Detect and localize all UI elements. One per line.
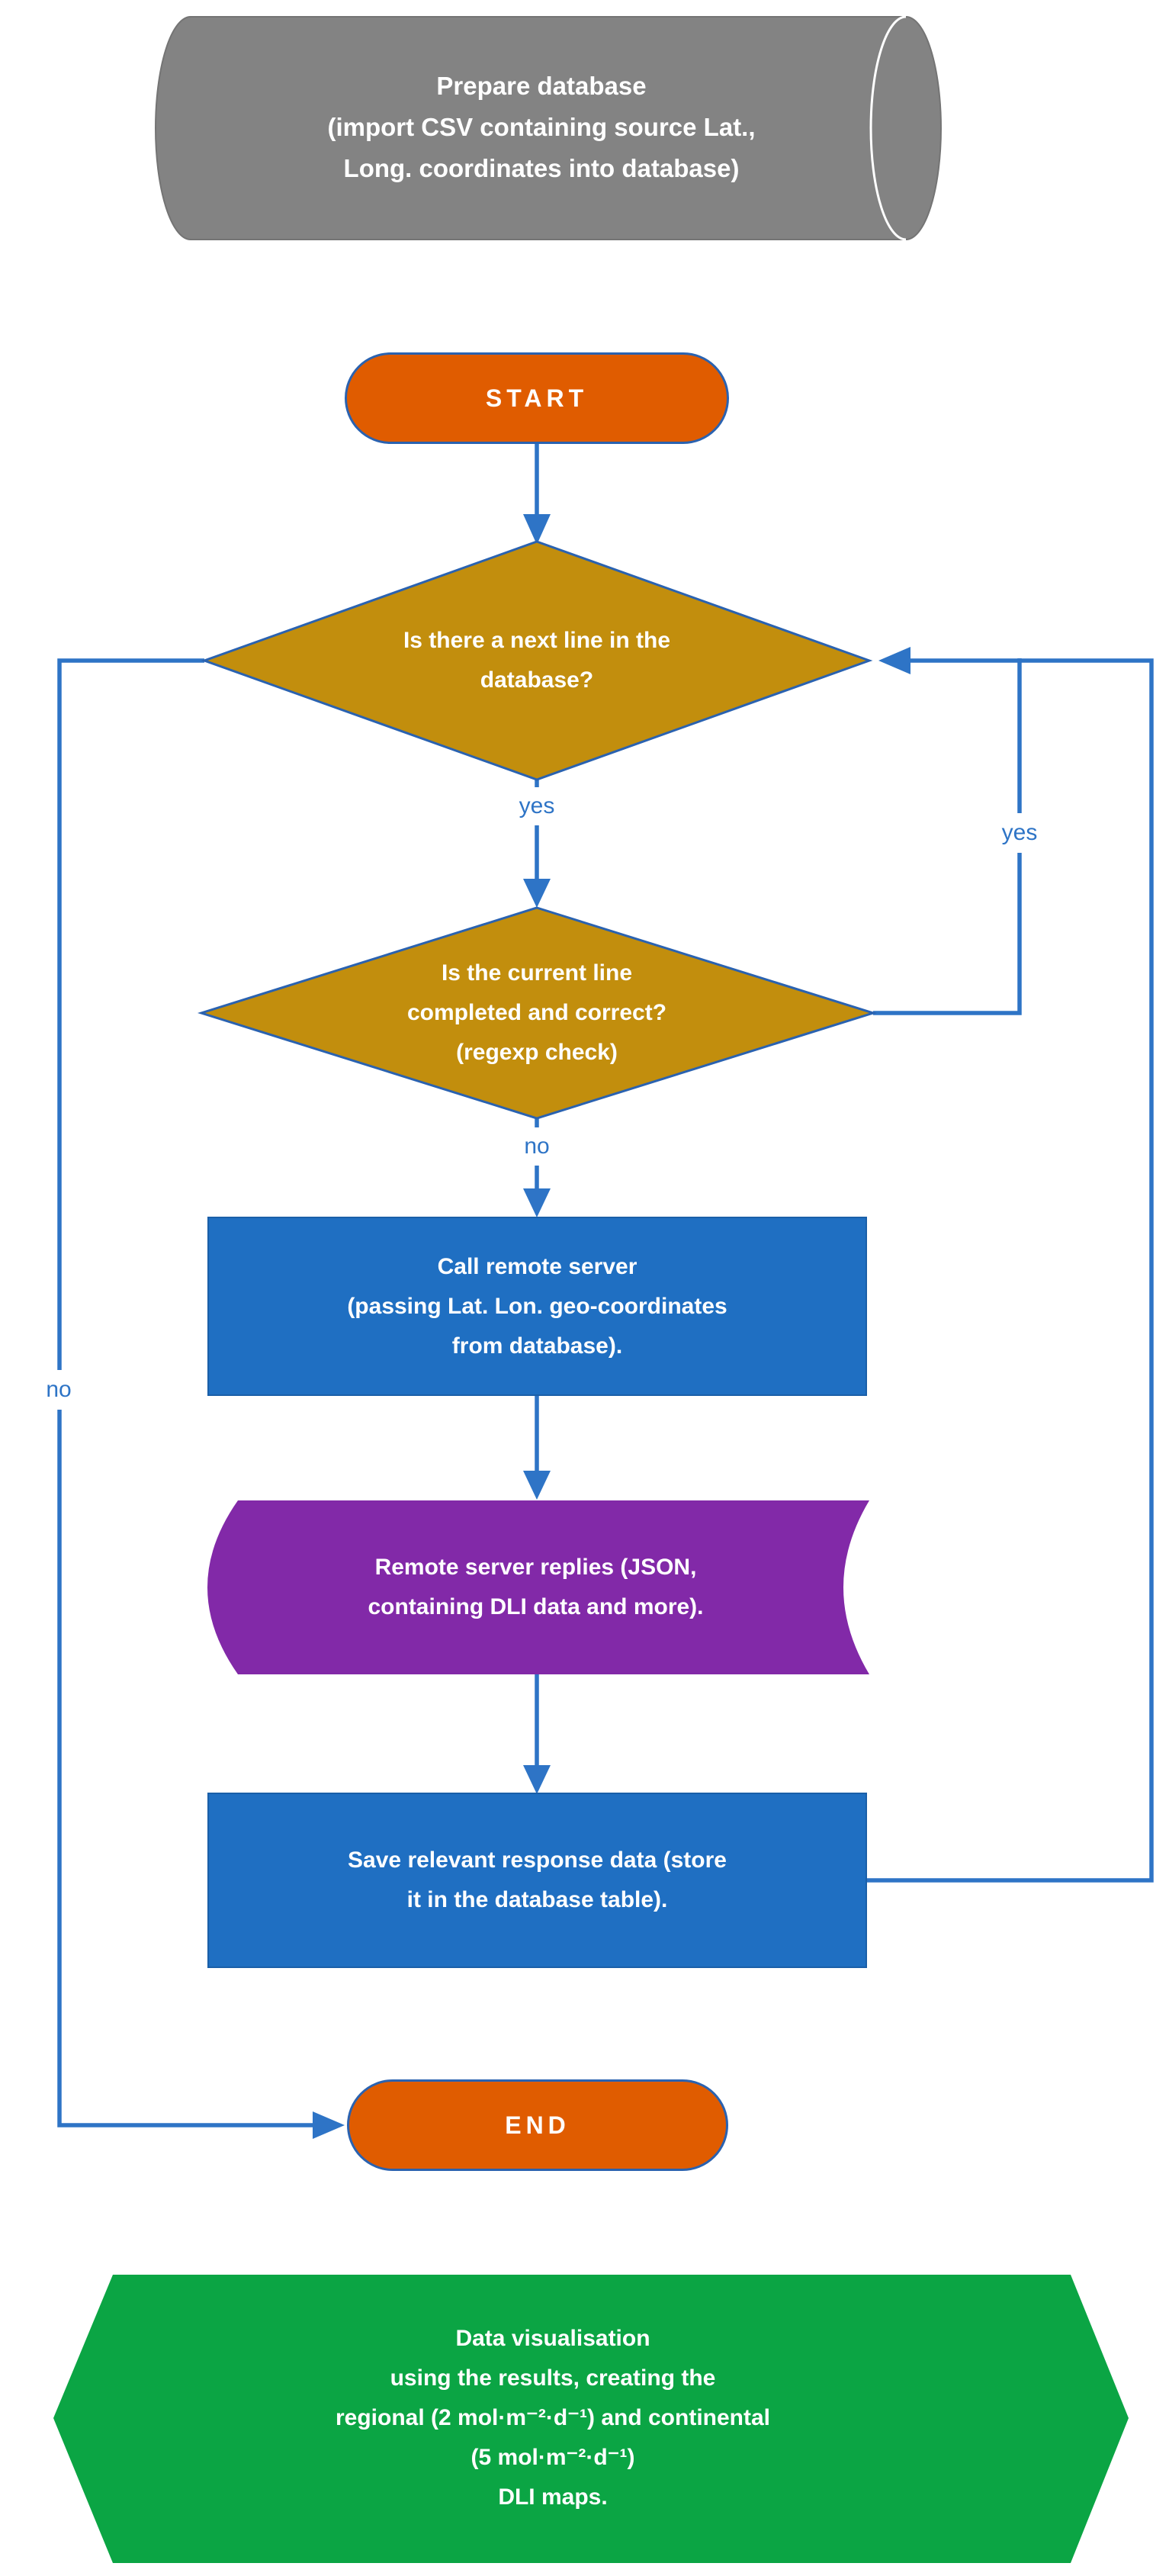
arrowhead-into-save [523, 1765, 551, 1794]
connector-yes-loop-decision2 [873, 658, 1022, 1015]
edge-label-no-left-to-end: no [26, 1370, 92, 1410]
arrowhead-into-end [313, 2111, 345, 2139]
data-visualisation-hexagon-shape [53, 2275, 1129, 2563]
decision1-diamond-shape [201, 540, 873, 781]
connector-save-loop-to-decision1 [867, 658, 1154, 1883]
call-remote-server-box [207, 1217, 867, 1396]
edge-label-yes-right-loop: yes [984, 813, 1055, 853]
arrowhead-into-decision1-top [523, 514, 551, 545]
prepare-database-cylinder-shape [155, 16, 942, 240]
decision2-diamond-shape [197, 906, 878, 1120]
cylinder-seam-line [869, 15, 907, 241]
end-label: END [505, 2111, 570, 2139]
arrowhead-into-reply [523, 1471, 551, 1500]
arrowhead-into-callserver [523, 1188, 551, 1217]
save-response-data-box [207, 1793, 867, 1968]
edge-label-no-to-call-server: no [503, 1127, 570, 1166]
arrowhead-into-decision2 [523, 879, 551, 908]
start-label: START [485, 384, 589, 412]
edge-label-yes-between-decisions: yes [503, 787, 570, 825]
start-terminator: START [345, 352, 729, 444]
remote-reply-stored-data-shape [207, 1500, 869, 1674]
end-terminator: END [347, 2079, 728, 2171]
arrowhead-into-decision1-right [878, 647, 910, 674]
